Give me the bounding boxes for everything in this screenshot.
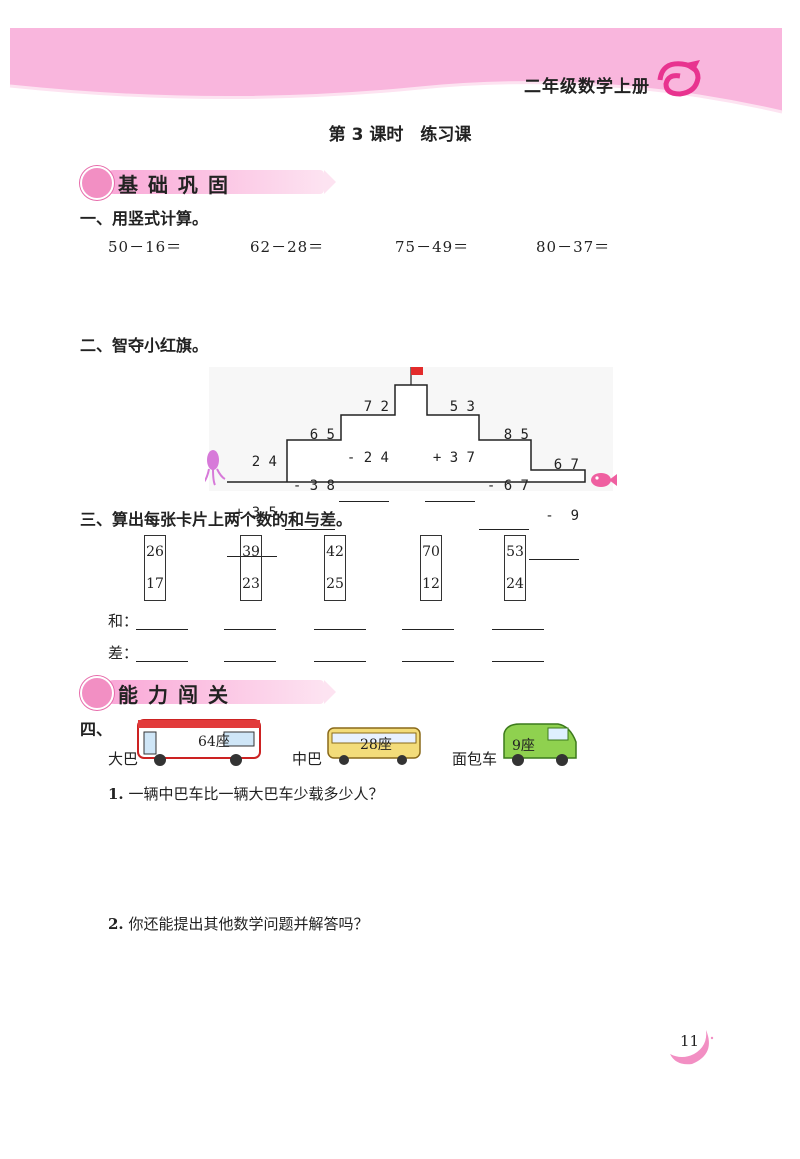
difference-answer-blank[interactable]	[224, 645, 276, 662]
question-4-label: 四、	[80, 720, 113, 739]
vertical-addition-step: 5 3 + 3 7	[425, 365, 475, 538]
vehicle-name: 中巴	[292, 750, 323, 768]
sub-question-2: 2. 你还能提出其他数学问题并解答吗？	[108, 915, 369, 933]
lesson-title: 第 3 课时 练习课	[328, 125, 472, 145]
swirl-logo-icon	[657, 60, 701, 97]
hand-icon	[80, 166, 114, 200]
sum-answer-blank[interactable]	[136, 613, 188, 630]
sum-answer-blank[interactable]	[224, 613, 276, 630]
vehicle-seats: 9座	[512, 738, 535, 754]
sum-answer-blank[interactable]	[492, 613, 544, 630]
vertical-subtraction-step: 6 5 - 3 8	[285, 393, 335, 566]
sum-label: 和：	[108, 612, 139, 630]
sum-answer-blank[interactable]	[402, 613, 454, 630]
vehicle-name: 面包车	[452, 750, 498, 768]
difference-answer-blank[interactable]	[492, 645, 544, 662]
vertical-addition-step: 2 4 + 3 5	[227, 420, 277, 593]
vertical-subtraction-step: 6 7 - 9	[529, 423, 579, 596]
calc-problem: 80－37＝	[536, 238, 611, 256]
section-banner-basic: 基础巩固	[80, 166, 340, 200]
van-icon	[503, 723, 577, 766]
vehicle-seats: 64座	[198, 734, 230, 750]
staircase-figure: 2 4 + 3 5 6 5 - 3 8 7 2 - 2 4 5 3 + 3 7 …	[205, 365, 617, 560]
medium-bus-icon	[327, 727, 421, 765]
sum-answer-blank[interactable]	[314, 613, 366, 630]
page-header: 二年级数学上册	[0, 0, 800, 125]
large-bus-icon	[137, 719, 261, 766]
moon-page-icon	[670, 1030, 714, 1065]
difference-label: 差：	[108, 644, 139, 662]
vehicle-name: 大巴	[108, 750, 139, 768]
question-3-label: 三、算出每张卡片上两个数的和与差。	[80, 510, 353, 529]
sub-question-1: 1. 一辆中巴车比一辆大巴车少载多少人？	[108, 785, 384, 803]
vehicle-seats: 28座	[360, 737, 392, 753]
section-banner-ability: 能力闯关	[80, 676, 340, 710]
difference-answer-blank[interactable]	[314, 645, 366, 662]
calc-problem: 50－16＝	[108, 238, 183, 256]
difference-answer-blank[interactable]	[136, 645, 188, 662]
question-1-label: 一、用竖式计算。	[80, 209, 209, 228]
calc-problem: 62－28＝	[250, 238, 325, 256]
hand-icon	[80, 676, 114, 710]
vertical-subtraction-step: 7 2 - 2 4	[339, 365, 389, 538]
staircase-drawing	[205, 367, 617, 491]
question-2-label: 二、智夺小红旗。	[80, 336, 209, 355]
book-title: 二年级数学上册	[524, 77, 650, 97]
calc-problem: 75－49＝	[395, 238, 470, 256]
difference-answer-blank[interactable]	[402, 645, 454, 662]
page-number: 11	[680, 1032, 700, 1050]
vertical-subtraction-step: 8 5 - 6 7	[479, 393, 529, 566]
header-background	[9, 28, 783, 114]
